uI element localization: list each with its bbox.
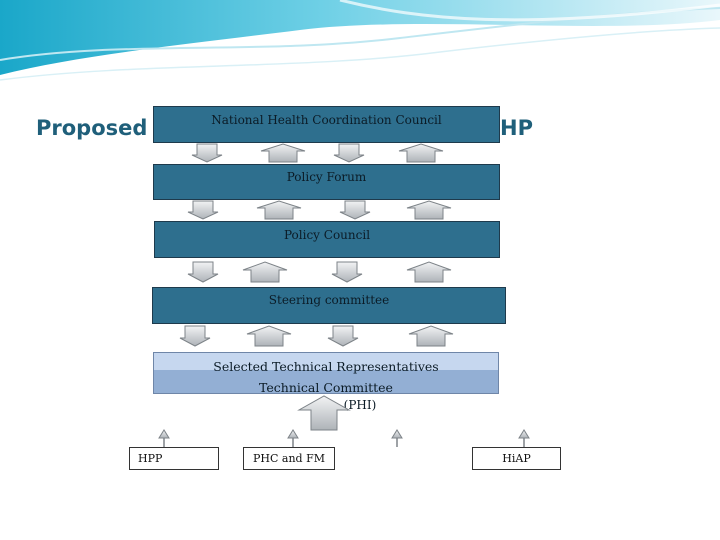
block-arrow-down-row4-col1 [179,325,211,347]
title-right-text: HP [500,116,533,140]
national-health-coordination-council-box: National Health Coordination Council [153,106,500,143]
block-arrow-up-row1-col2 [260,143,306,163]
technical-committee-label: Technical Committee [259,380,393,395]
block-arrow-down-row1-col3 [333,143,365,163]
block-arrow-up-row2-col2 [256,200,302,220]
policy-forum-label: Policy Forum [286,170,367,184]
ncc-label: National Health Coordination Council [211,113,442,127]
policy-council-box: Policy Council [154,221,500,258]
steering-committee-label: Steering committee [268,293,390,307]
block-arrow-down-row2-col3 [339,200,371,220]
policy-forum-box: Policy Forum [153,164,500,200]
technical-committee-box: Selected Technical Representatives Techn… [153,352,499,395]
header-wave-decoration [0,0,720,81]
hpp-feeder-arrow [158,429,170,447]
block-arrow-up-row3-col4 [406,261,452,283]
block-arrow-down-row3-col3 [331,261,363,283]
steering-committee-box: Steering committee [152,287,506,324]
phi-label: (PHI) [343,398,377,412]
hiap-feeder-arrow [518,429,530,447]
block-arrow-down-row1-col1 [191,143,223,163]
hpp-unit-box: HPP [129,447,219,470]
block-arrow-up-row2-col4 [406,200,452,220]
hiap-unit-box: HiAP [472,447,561,470]
block-arrow-down-row2-col1 [187,200,219,220]
block-arrow-up-row4-col4 [408,325,454,347]
phc-fm-unit-box: PHC and FM [243,447,335,470]
phc-feeder-arrow [287,429,299,447]
block-arrow-down-row4-col3 [327,325,359,347]
arrow-rows [179,143,454,347]
technical-representatives-label: Selected Technical Representatives [213,359,439,374]
policy-council-label: Policy Council [283,228,371,242]
block-arrow-up-row1-col4 [398,143,444,163]
title-left-text: Proposed [36,116,148,140]
middle-feeder-arrow [391,429,403,447]
block-arrow-up-row3-col2 [242,261,288,283]
block-arrow-up-row4-col2 [246,325,292,347]
block-arrow-down-row3-col1 [187,261,219,283]
phi-block-arrow [297,395,351,431]
